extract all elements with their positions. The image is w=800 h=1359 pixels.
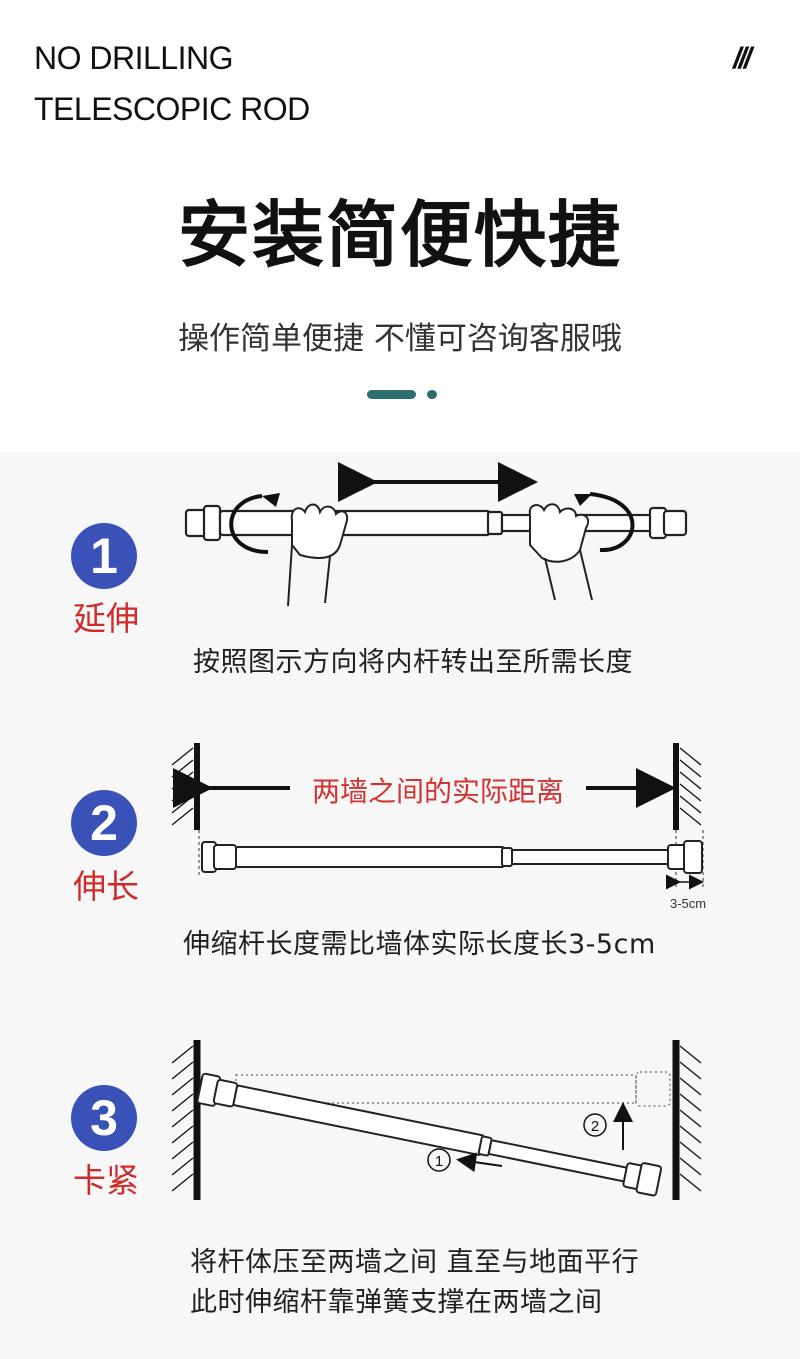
step-2-description: 伸缩杆长度需比墙体实际长度长3-5cm: [183, 929, 656, 960]
rotate-right-icon: [589, 492, 635, 553]
rotate-left-icon: [229, 494, 269, 554]
brand-line-2: TELESCOPIC ROD: [34, 91, 310, 127]
step-3-badge: 3: [71, 1085, 137, 1151]
subline: 操作简单便捷 不懂可咨询客服哦: [178, 321, 622, 357]
step-3-description-line-2: 此时伸缩杆靠弹簧支撑在两墙之间: [190, 1287, 603, 1318]
hands-icon: [287, 503, 593, 607]
divider-dash-long: [367, 390, 416, 399]
steps-band: [0, 452, 800, 1359]
step-1-badge: 1: [71, 523, 137, 589]
gap-label: 3-5cm: [670, 896, 707, 911]
step-2-label: 伸长: [73, 867, 139, 906]
step-1-label: 延伸: [73, 599, 139, 638]
brand-line-1: NO DRILLING: [34, 40, 233, 76]
headline: 安装简便快捷: [177, 193, 622, 277]
divider-dash-dot: [427, 390, 437, 399]
marker-1-circle: [427, 1148, 451, 1172]
marker-2: 2: [591, 1118, 599, 1135]
brand-slash-mark: ///: [733, 42, 752, 75]
marker-1: 1: [435, 1153, 443, 1170]
step-3-rod: [196, 1072, 663, 1197]
step-3-description-line-1: 将杆体压至两墙之间 直至与地面平行: [190, 1247, 640, 1278]
step-3-label: 卡紧: [73, 1161, 139, 1200]
step-3-walls: [171, 1040, 702, 1200]
step-2-rod: [201, 840, 703, 874]
push-arrow: [456, 1152, 503, 1173]
wall-distance-label: 两墙之间的实际距离: [290, 770, 586, 810]
step-2-badge: 2: [71, 790, 137, 856]
header-band: [0, 0, 800, 452]
step-1-description: 按照图示方向将内杆转出至所需长度: [193, 647, 633, 678]
marker-2-circle: [583, 1113, 607, 1137]
